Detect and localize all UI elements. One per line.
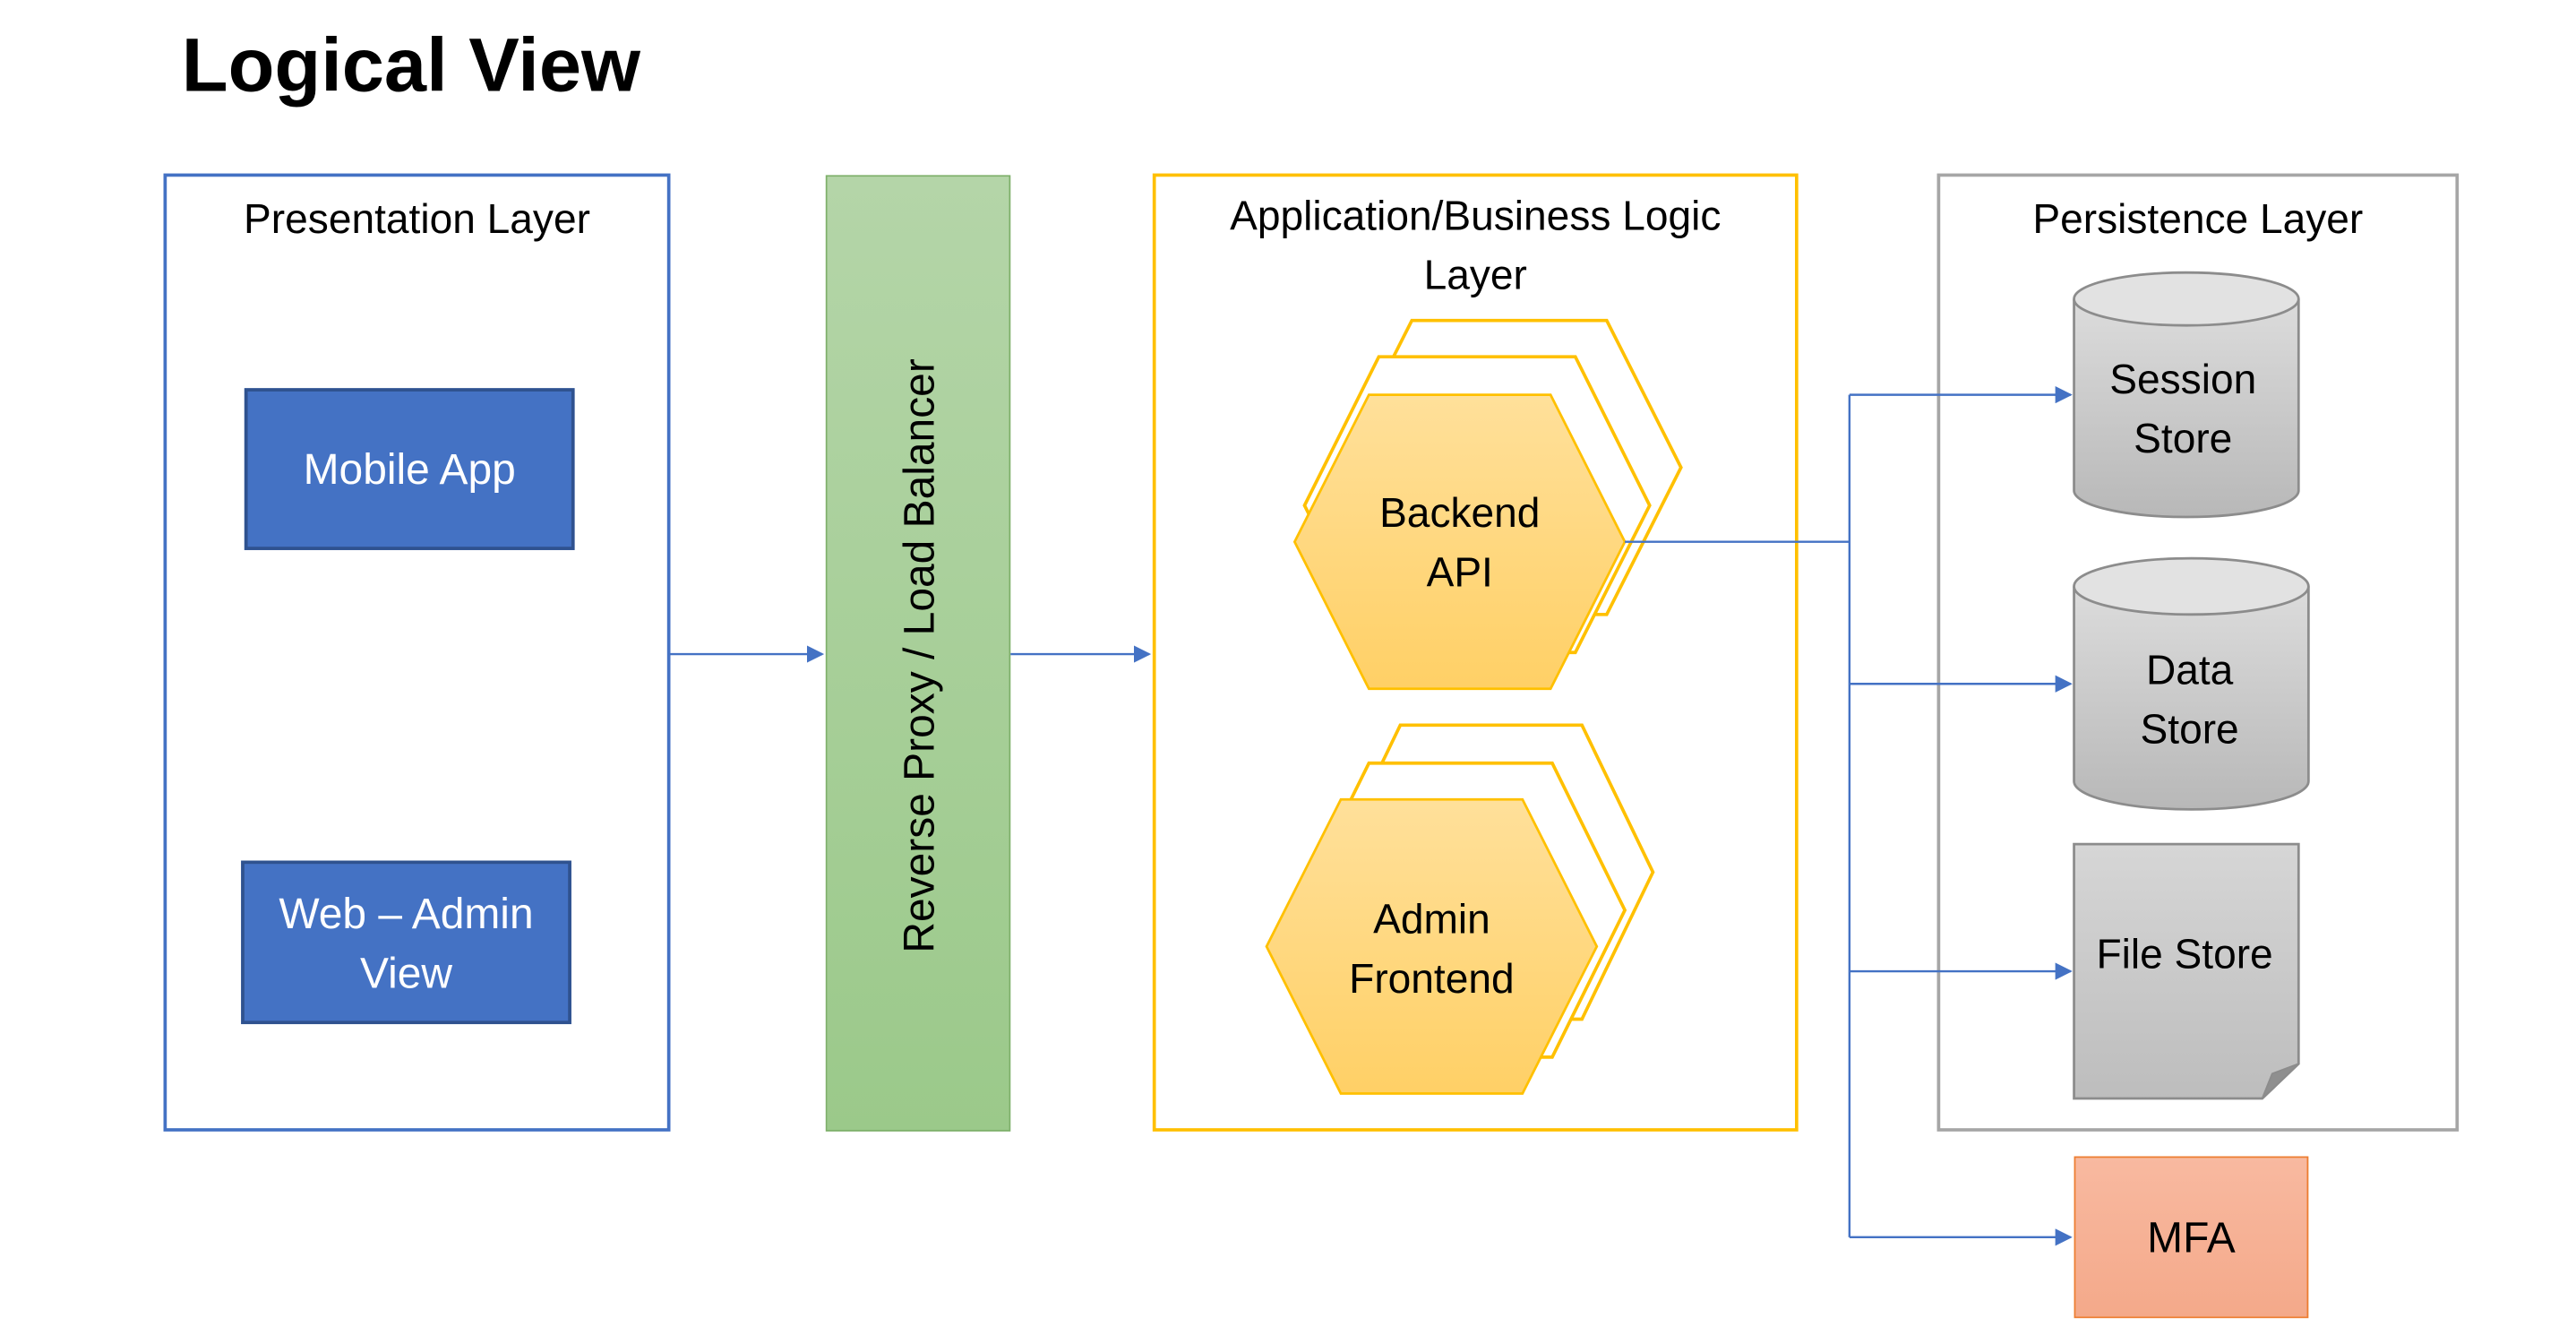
page-title: Logical View: [181, 21, 640, 108]
admin-frontend-label-line1: Admin: [1373, 896, 1490, 943]
admin-frontend-hexagon: Admin Frontend: [1265, 723, 1655, 1095]
connectors: [670, 386, 2073, 1246]
presentation-layer-title: Presentation Layer: [244, 196, 590, 244]
reverse-proxy-bar: Reverse Proxy / Load Balancer: [825, 175, 1011, 1132]
data-store-label-line2: Store: [2141, 706, 2239, 753]
data-store-label-line1: Data: [2146, 646, 2234, 693]
mobile-app-label: Mobile App: [303, 444, 516, 495]
backend-api-label-line2: API: [1427, 548, 1493, 595]
web-admin-view-box: Web – Admin View: [241, 860, 571, 1025]
file-store-document: File Store: [2073, 842, 2300, 1100]
presentation-layer: Presentation Layer Mobile App Web – Admi…: [163, 173, 671, 1132]
session-store-label-line1: Session: [2109, 356, 2256, 402]
session-store-label-line2: Store: [2134, 415, 2232, 461]
mfa-label: MFA: [2147, 1211, 2236, 1262]
web-admin-label-line2: View: [359, 947, 453, 997]
session-store-cylinder: Session Store: [2073, 271, 2300, 519]
backend-api-label-line1: Backend: [1379, 489, 1540, 536]
application-layer-title-line2: Layer: [1423, 253, 1527, 299]
file-store-label: File Store: [2096, 930, 2272, 977]
application-layer-title-line1: Application/Business Logic: [1230, 193, 1722, 240]
mfa-box: MFA: [2074, 1156, 2309, 1319]
web-admin-label-line1: Web – Admin: [279, 887, 534, 938]
backend-api-hexagon: Backend API: [1292, 318, 1683, 691]
persistence-layer-title: Persistence Layer: [2032, 196, 2364, 244]
data-store-cylinder: Data Store: [2073, 556, 2310, 811]
mobile-app-box: Mobile App: [244, 388, 575, 550]
admin-frontend-label-line2: Frontend: [1349, 955, 1514, 1002]
